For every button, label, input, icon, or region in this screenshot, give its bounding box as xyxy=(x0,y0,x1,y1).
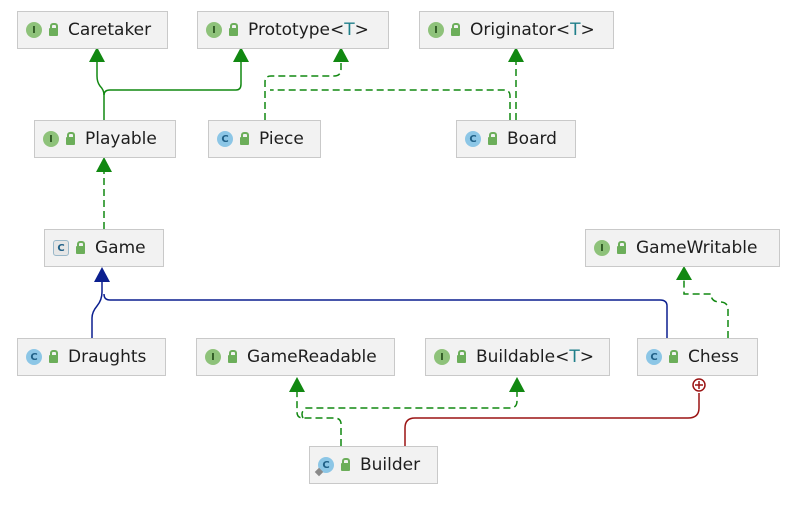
node-chess[interactable]: C Chess xyxy=(637,338,758,376)
arrow-gamereadable xyxy=(289,377,305,392)
arrow-originator xyxy=(508,47,524,62)
class-name: Chess xyxy=(688,347,739,367)
node-builder[interactable]: C Builder xyxy=(309,446,438,484)
edge-board-prototype[interactable] xyxy=(270,89,511,120)
class-name: Originator xyxy=(470,20,556,40)
node-board[interactable]: C Board xyxy=(456,120,576,158)
class-icon: C xyxy=(26,349,42,365)
node-game[interactable]: C Game xyxy=(44,229,164,267)
arrow-prototype-2 xyxy=(333,47,349,62)
type-bracket-open: < xyxy=(555,347,570,367)
type-bracket-open: < xyxy=(555,20,571,40)
class-name: Prototype xyxy=(248,20,331,40)
lock-icon xyxy=(451,23,460,36)
node-gamereadable[interactable]: I GameReadable xyxy=(196,338,395,376)
node-buildable[interactable]: I Buildable<T> xyxy=(425,338,610,376)
interface-icon: I xyxy=(434,349,450,365)
class-name: Playable xyxy=(85,129,157,149)
node-piece[interactable]: C Piece xyxy=(208,120,321,158)
interface-icon: I xyxy=(43,131,59,147)
node-originator[interactable]: I Originator<T> xyxy=(419,11,614,49)
static-class-icon: C xyxy=(318,457,334,473)
class-name: Draughts xyxy=(68,347,147,367)
class-icon: C xyxy=(465,131,481,147)
edge-chess-gamewritable[interactable] xyxy=(683,280,729,338)
arrow-playable xyxy=(96,157,112,172)
edge-builder-buildable[interactable] xyxy=(301,392,518,419)
interface-icon: I xyxy=(206,22,222,38)
interface-icon: I xyxy=(26,22,42,38)
node-prototype[interactable]: I Prototype<T> xyxy=(197,11,389,49)
lock-icon xyxy=(240,132,249,145)
lock-icon xyxy=(49,23,58,36)
arrow-gamewritable xyxy=(676,266,692,280)
interface-icon: I xyxy=(428,22,444,38)
type-bracket-open: < xyxy=(330,20,345,40)
lock-icon xyxy=(76,241,85,254)
class-name: Game xyxy=(95,238,146,258)
class-icon: C xyxy=(217,131,233,147)
node-playable[interactable]: I Playable xyxy=(34,120,176,158)
lock-icon xyxy=(617,241,626,254)
class-name: Buildable xyxy=(476,347,556,367)
type-bracket-close: > xyxy=(354,20,369,40)
lock-icon xyxy=(228,350,237,363)
lock-icon xyxy=(457,350,466,363)
type-bracket-close: > xyxy=(580,20,595,40)
node-caretaker[interactable]: I Caretaker xyxy=(17,11,168,49)
arrow-caretaker xyxy=(89,47,105,62)
lock-icon xyxy=(66,132,75,145)
type-parameter: T xyxy=(344,20,355,40)
class-name: Builder xyxy=(360,455,421,475)
lock-icon xyxy=(669,350,678,363)
lock-icon xyxy=(488,132,497,145)
interface-icon: I xyxy=(594,240,610,256)
arrow-buildable xyxy=(509,377,525,392)
arrow-game xyxy=(94,267,110,282)
edge-builder-gamereadable[interactable] xyxy=(296,392,342,446)
class-name: Caretaker xyxy=(68,20,152,40)
node-draughts[interactable]: C Draughts xyxy=(17,338,166,376)
interface-icon: I xyxy=(205,349,221,365)
lock-icon xyxy=(229,23,238,36)
edge-draughts-game[interactable] xyxy=(91,282,103,338)
edge-playable-caretaker[interactable] xyxy=(96,62,105,120)
node-gamewritable[interactable]: I GameWritable xyxy=(585,229,780,267)
arrow-prototype-1 xyxy=(233,47,249,62)
type-parameter: T xyxy=(569,347,580,367)
edge-playable-prototype[interactable] xyxy=(103,62,242,96)
class-name: Piece xyxy=(259,129,304,149)
inner-class-plus xyxy=(695,381,703,389)
edge-chess-game[interactable] xyxy=(103,293,668,338)
edge-piece-prototype[interactable] xyxy=(264,62,342,120)
class-name: Board xyxy=(507,129,557,149)
lock-icon xyxy=(341,458,350,471)
class-icon: C xyxy=(646,349,662,365)
type-parameter: T xyxy=(570,20,581,40)
class-name: GameWritable xyxy=(636,238,758,258)
lock-icon xyxy=(49,350,58,363)
edge-builder-chess[interactable] xyxy=(404,393,700,446)
abstract-class-icon: C xyxy=(53,240,69,256)
type-bracket-close: > xyxy=(579,347,594,367)
class-name: GameReadable xyxy=(247,347,377,367)
